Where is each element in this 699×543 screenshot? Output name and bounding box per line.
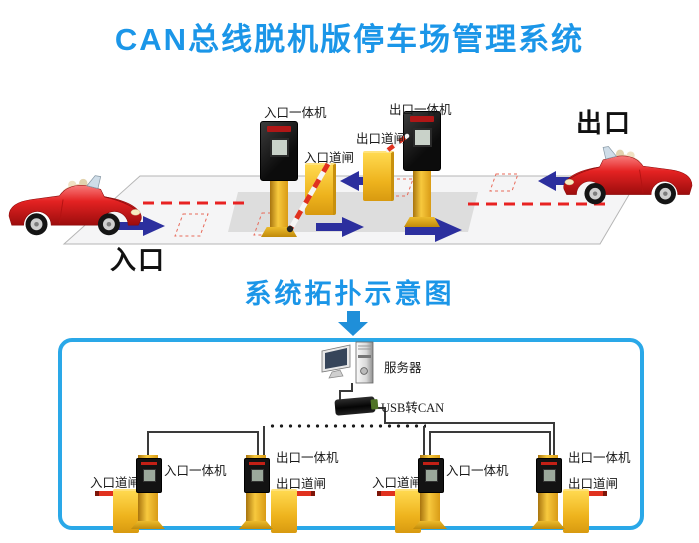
gate-label: 出口道闸 (568, 477, 619, 491)
exit-machine-led (410, 116, 434, 122)
wire-server-usb (339, 390, 353, 392)
wire-bracket-right (549, 431, 551, 456)
wire-riser-machine3 (423, 426, 425, 456)
wire-server-usb (351, 383, 353, 392)
wire-bracket-right (429, 431, 551, 433)
ground-loop-entry-1 (174, 213, 209, 237)
page-title: CAN总线脱机版停车场管理系统 (114, 22, 585, 57)
scene-entry-machine-label: 入口一体机 (264, 106, 327, 120)
entry-machine-base (261, 227, 297, 237)
entry-lane-arrow-2 (316, 217, 364, 237)
wire-bracket-right (429, 431, 431, 457)
gate-arm (95, 491, 115, 496)
topology-group-entry-1: 入口道闸 入口一体机 (90, 447, 240, 535)
gate-cabinet (563, 489, 589, 533)
exit-machine-pole (413, 171, 431, 217)
exit-label: 出口 (576, 108, 633, 138)
topology-group-entry-2: 入口道闸 入口一体机 (372, 447, 522, 535)
scene-entry-gate-label: 入口道闸 (304, 151, 355, 165)
machine-panel (418, 458, 444, 493)
entry-lane-arrow-3 (405, 218, 462, 242)
entry-machine-led (267, 126, 291, 132)
server-label: 服务器 (384, 361, 422, 375)
server-icon (321, 341, 374, 384)
exit-lane-arrow-2 (538, 171, 577, 191)
scene-entry-machine (259, 121, 299, 237)
entry-machine-screen (269, 138, 289, 157)
topology-group-exit-2: 出口一体机 出口道闸 (490, 447, 640, 535)
exit-lane-arrow-1 (340, 171, 383, 191)
machine-base (531, 521, 565, 529)
ground-loop-exit-2 (489, 173, 519, 192)
machine-screen (250, 469, 264, 482)
wire-usb-out (384, 407, 386, 424)
entry-machine-pole (270, 181, 288, 227)
machine-panel (536, 458, 562, 493)
wire-drop-machine4 (553, 422, 555, 456)
scene-exit-gate-cabinet (363, 151, 394, 201)
wire-riser-machine2 (263, 426, 265, 456)
gate-label: 出口道闸 (276, 477, 327, 491)
wire-bracket-left (147, 431, 259, 433)
topology-title: 系统拓扑示意图 (244, 279, 455, 309)
machine-screen (142, 469, 156, 482)
can-bus-dotted-line (268, 424, 426, 428)
entrance-label: 入口 (110, 245, 167, 275)
machine-base (413, 521, 447, 529)
machine-screen (424, 469, 438, 482)
machine-screen (542, 469, 556, 482)
machine-panel (244, 458, 270, 493)
gate-arm (295, 491, 315, 496)
wire-usb-bus (384, 422, 555, 424)
gate-arm (377, 491, 397, 496)
wire-server-usb (339, 390, 341, 400)
entry-machine-display-panel (260, 121, 298, 181)
machine-base (239, 521, 273, 529)
topology-group-exit-1: 出口一体机 出口道闸 (198, 447, 348, 535)
scene-entry-gate-cabinet (305, 163, 336, 215)
gate-label: 入口道闸 (90, 476, 141, 490)
entry-lane-arrow-1 (117, 216, 165, 236)
wire-usb-out (374, 407, 386, 409)
gate-arm (587, 491, 607, 496)
scene-exit-machine (402, 111, 442, 227)
machine-label: 出口一体机 (276, 451, 339, 465)
machine-base (131, 521, 165, 529)
usb-can-label: USB转CAN (381, 401, 445, 415)
gate-cabinet (271, 489, 297, 533)
down-arrow-icon (347, 311, 360, 323)
exit-machine-display-panel (403, 111, 441, 171)
down-arrow-icon-head (338, 322, 368, 336)
machine-label: 出口一体机 (568, 451, 631, 465)
wire-bracket-left (257, 431, 259, 456)
exit-machine-base (404, 217, 440, 227)
machine-led (249, 462, 265, 465)
entry-car (8, 175, 142, 236)
wire-bracket-left (147, 431, 149, 457)
exit-gate-arm (385, 133, 410, 153)
machine-label: 入口一体机 (446, 464, 509, 478)
machine-led (141, 462, 157, 465)
exit-machine-screen (412, 128, 432, 147)
machine-panel (136, 458, 162, 493)
gate-label: 入口道闸 (372, 476, 423, 490)
machine-led (423, 462, 439, 465)
scene-exit-gate-label: 出口道闸 (356, 132, 407, 146)
entry-gate-arm (286, 161, 331, 233)
exit-car (563, 146, 693, 205)
machine-label: 入口一体机 (164, 464, 227, 478)
machine-led (541, 462, 557, 465)
scene-exit-machine-label: 出口一体机 (389, 103, 452, 117)
